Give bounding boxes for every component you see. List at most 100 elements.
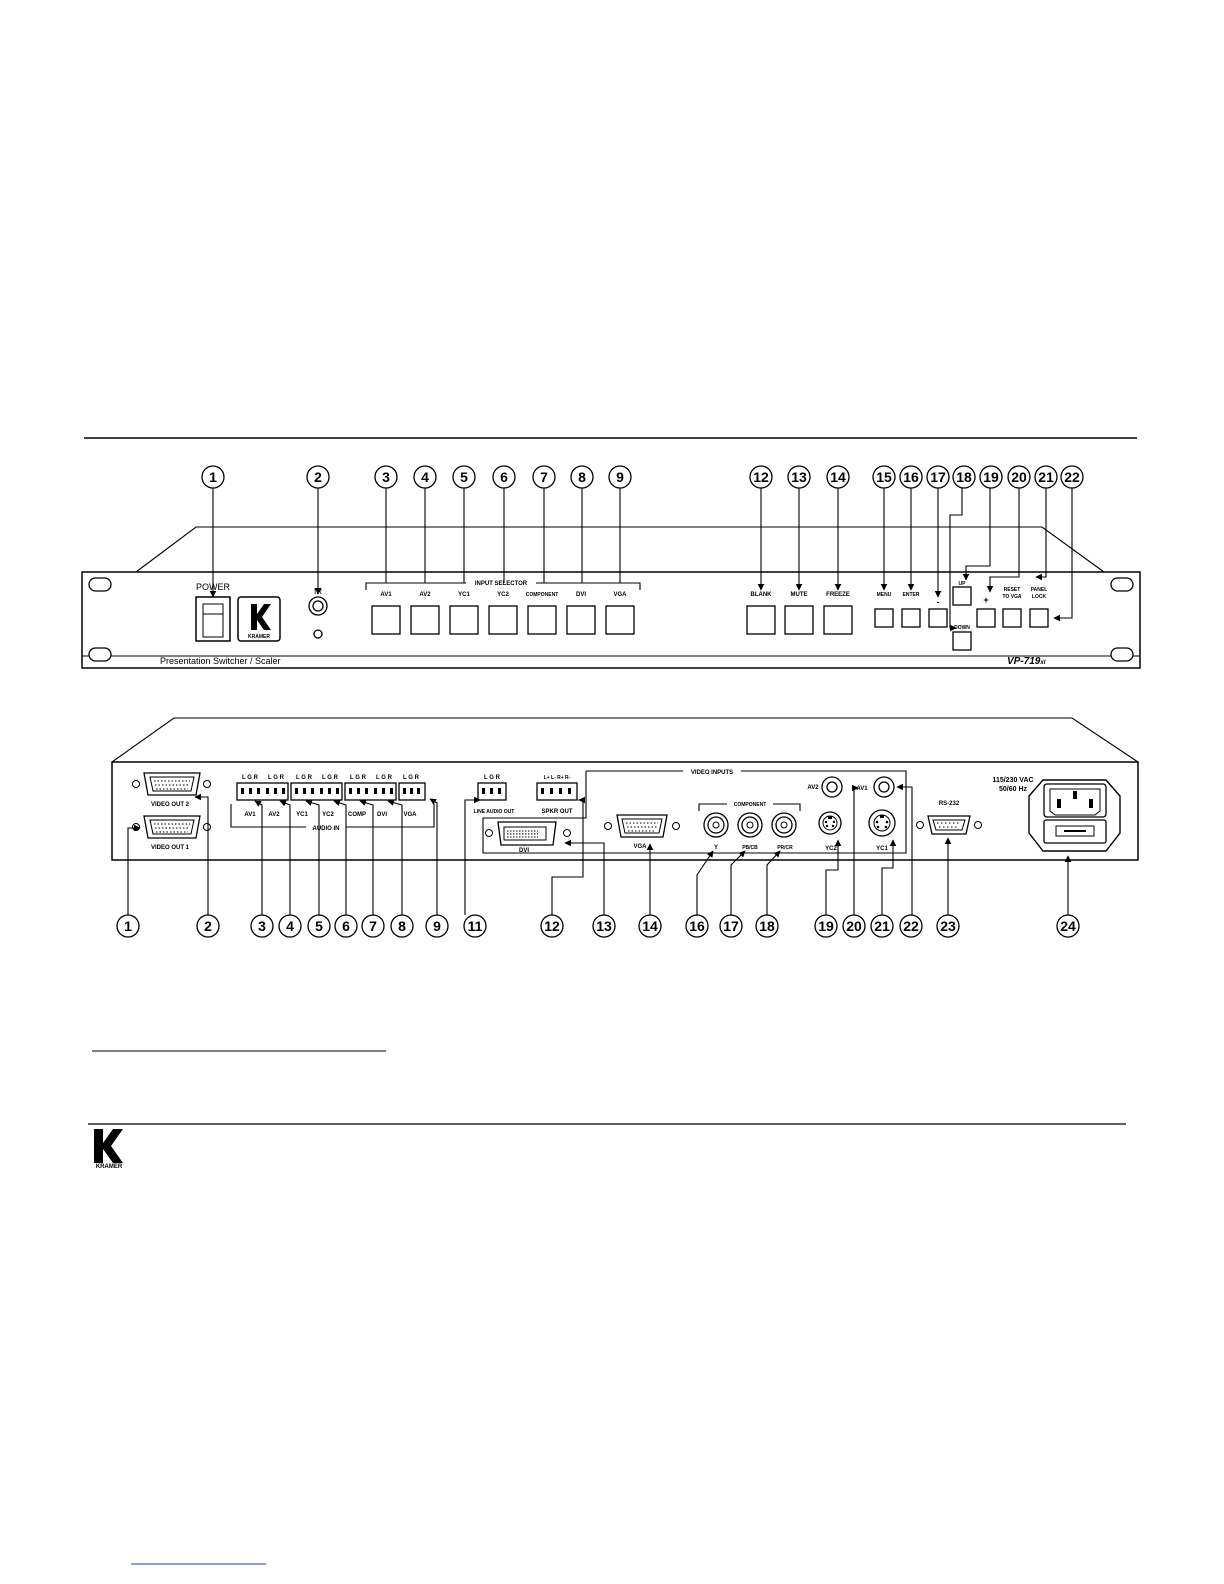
rear-callout-20: 20 <box>842 914 866 938</box>
audio-label-yc2: YC2 <box>322 812 334 818</box>
rear-callout-3: 3 <box>250 914 274 938</box>
vga-button[interactable] <box>605 605 635 635</box>
callout-13: 13 <box>787 465 811 489</box>
blank-button[interactable] <box>746 605 776 635</box>
svg-text:2: 2 <box>204 918 212 934</box>
btn-label-down: DOWN <box>954 625 970 631</box>
callout-17: 17 <box>926 465 950 489</box>
svg-text:19: 19 <box>818 918 834 934</box>
video-out-1-label: VIDEO OUT 1 <box>151 845 190 851</box>
svg-text:L G R: L G R <box>296 775 313 781</box>
callout-14: 14 <box>826 465 850 489</box>
rear-callout-13: 13 <box>592 914 616 938</box>
av1-button[interactable] <box>371 605 401 635</box>
video-out-2-connector-icon <box>132 772 211 796</box>
av1-rca-icon <box>873 776 895 798</box>
dvi-button[interactable] <box>566 605 596 635</box>
btn-label-av2: AV2 <box>419 592 431 598</box>
model-name: VP-719xl <box>1007 656 1046 667</box>
power-spec-2: 50/60 Hz <box>999 786 1028 793</box>
svg-text:6: 6 <box>342 918 350 934</box>
input-selector-label: INPUT SELECTOR <box>475 581 528 587</box>
callout-1: 1 <box>201 465 225 489</box>
yc1-svideo-icon <box>868 809 896 837</box>
audio-in-label: AUDIO IN <box>313 826 340 832</box>
product-description: Presentation Switcher / Scaler <box>160 656 281 666</box>
btn-label-mute: MUTE <box>791 592 808 598</box>
yc1-button[interactable] <box>449 605 479 635</box>
pb-label: PB/CB <box>742 845 758 851</box>
menu-button[interactable] <box>874 608 894 628</box>
callout-4: 4 <box>413 465 437 489</box>
rear-callout-17: 17 <box>719 914 743 938</box>
svg-text:L G R: L G R <box>376 775 393 781</box>
component-button[interactable] <box>527 605 557 635</box>
svg-text:16: 16 <box>903 469 919 485</box>
svg-text:7: 7 <box>369 918 377 934</box>
audio-label-yc1: YC1 <box>296 812 308 818</box>
btn-label-up: UP <box>959 581 967 587</box>
line-audio-out-connector-icon: L G R <box>477 775 507 801</box>
av2-button[interactable] <box>410 605 440 635</box>
video-inputs-outline <box>482 770 907 854</box>
rear-callout-7: 7 <box>361 914 385 938</box>
rear-callout-18: 18 <box>755 914 779 938</box>
front-panel: POWER KRAMER IR INPUT SELECTOR AV1 AV2 Y… <box>81 465 1141 669</box>
rear-callout-8: 8 <box>390 914 414 938</box>
audio-label-vga: VGA <box>403 812 417 818</box>
svg-text:9: 9 <box>433 918 441 934</box>
svg-text:12: 12 <box>544 918 560 934</box>
rear-callout-12: 12 <box>540 914 564 938</box>
rs232-label: RS-232 <box>939 801 960 807</box>
power-inlet-icon <box>1028 779 1121 852</box>
svg-text:20: 20 <box>1011 469 1027 485</box>
svg-text:L G R: L G R <box>322 775 339 781</box>
svg-text:3: 3 <box>382 469 390 485</box>
btn-label-enter: ENTER <box>903 592 920 598</box>
down-button[interactable] <box>952 631 972 651</box>
mute-button[interactable] <box>784 605 814 635</box>
rear-callout-21: 21 <box>870 914 894 938</box>
component-label: COMPONENT <box>734 802 767 808</box>
btn-label-av1: AV1 <box>380 592 392 598</box>
rear-callout-2: 2 <box>196 914 220 938</box>
callout-6: 6 <box>492 465 516 489</box>
component-pr-rca-icon <box>771 812 797 838</box>
svg-text:6: 6 <box>500 469 508 485</box>
power-spec-1: 115/230 VAC <box>992 777 1033 784</box>
svg-text:L G R: L G R <box>268 775 285 781</box>
svg-text:14: 14 <box>830 469 846 485</box>
svg-text:5: 5 <box>460 469 468 485</box>
mount-slot-icon <box>88 647 112 662</box>
kramer-logo-icon: KRAMER <box>237 596 281 642</box>
yc2-button[interactable] <box>488 605 518 635</box>
callout-15: 15 <box>872 465 896 489</box>
callout-7: 7 <box>532 465 556 489</box>
rear-callout-24: 24 <box>1056 914 1080 938</box>
callout-3: 3 <box>374 465 398 489</box>
enter-button[interactable] <box>901 608 921 628</box>
btn-label-reset-2: TO VGA <box>1002 594 1021 600</box>
plus-button[interactable] <box>976 608 996 628</box>
svg-text:1: 1 <box>209 469 217 485</box>
svg-text:9: 9 <box>616 469 624 485</box>
front-leaders <box>209 488 1073 632</box>
audio-label-av1: AV1 <box>244 812 256 818</box>
panel-lock-button[interactable] <box>1029 608 1049 628</box>
up-button[interactable] <box>952 586 972 606</box>
audio-label-comp: COMP <box>348 812 366 818</box>
svg-text:12: 12 <box>753 469 769 485</box>
svg-text:7: 7 <box>540 469 548 485</box>
component-pb-rca-icon <box>737 812 763 838</box>
freeze-button[interactable] <box>823 605 853 635</box>
yc1-label: YC1 <box>876 846 888 852</box>
reset-to-vga-button[interactable] <box>1002 608 1022 628</box>
svg-text:KRAMER: KRAMER <box>96 1164 123 1170</box>
btn-label-yc2: YC2 <box>497 592 509 598</box>
line-audio-out-label: LINE AUDIO OUT <box>474 809 515 815</box>
svg-text:L+ L- R+ R-: L+ L- R+ R- <box>544 775 571 781</box>
callout-2: 2 <box>306 465 330 489</box>
minus-button[interactable] <box>928 608 948 628</box>
btn-label-minus: - <box>937 597 940 607</box>
footer-kramer-logo-icon: KRAMER <box>94 1129 123 1170</box>
